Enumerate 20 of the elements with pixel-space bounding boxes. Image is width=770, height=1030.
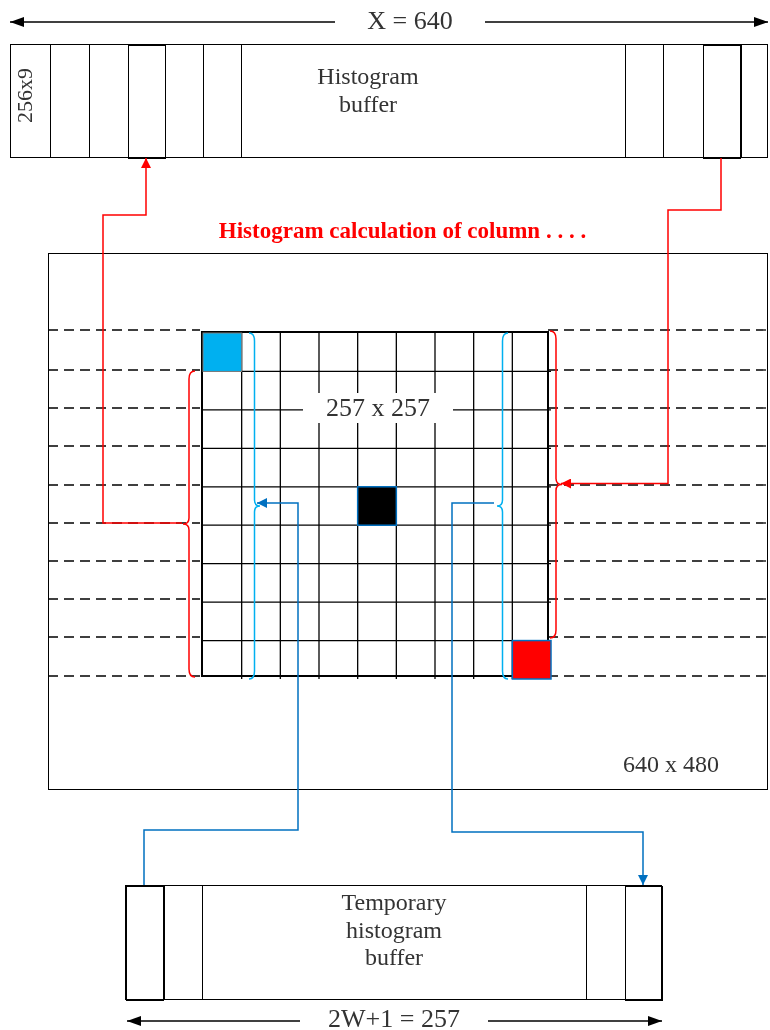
arrow <box>560 157 722 489</box>
buffer-cell <box>128 45 166 159</box>
buffer-box <box>125 885 662 1000</box>
buffer-label: Temporary histogram buffer <box>340 889 448 972</box>
buffer-size-label: 256x9 <box>12 68 38 123</box>
buffer-label: Histogram buffer <box>316 63 420 119</box>
buffer-cell <box>703 45 741 159</box>
arrow <box>102 157 183 524</box>
image-frame <box>48 253 768 790</box>
buffer-box <box>10 44 768 158</box>
buffer-cell <box>126 886 164 1001</box>
arrow <box>451 502 648 886</box>
curly-brace <box>249 333 260 679</box>
image-size-label: 640 x 480 <box>622 751 720 779</box>
curly-brace <box>550 331 562 638</box>
arrow <box>143 498 299 886</box>
curly-brace <box>183 371 195 677</box>
curly-brace <box>497 333 508 679</box>
buffer-cell <box>625 886 663 1001</box>
window-size-label: 257 x 257 <box>303 393 453 423</box>
